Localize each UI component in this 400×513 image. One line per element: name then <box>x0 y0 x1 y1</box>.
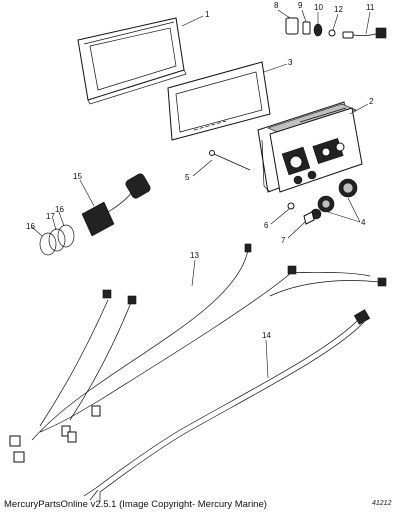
callout-11: 11 <box>366 3 375 12</box>
callout-4: 4 <box>361 218 366 227</box>
callout-8: 8 <box>274 1 279 10</box>
callout-15: 15 <box>73 172 82 181</box>
wiring-harness-part[interactable] <box>9 243 387 463</box>
callout-6: 6 <box>264 221 269 230</box>
callout-labels: 1 2 3 4 5 6 7 8 9 10 11 12 13 14 15 16 1… <box>26 1 375 340</box>
knob-part[interactable] <box>310 178 358 220</box>
figure-number: 41212 <box>372 500 392 507</box>
callout-17: 17 <box>46 212 55 221</box>
copyright-caption: MercuryPartsOnline v2.5.1 (Image Copyrig… <box>4 499 267 510</box>
callout-14: 14 <box>262 331 271 340</box>
callout-9: 9 <box>298 1 303 10</box>
bezel-frame-part[interactable] <box>77 17 187 105</box>
clip-part[interactable] <box>303 211 315 225</box>
callout-13: 13 <box>190 251 199 260</box>
gland-connector-part[interactable] <box>81 172 152 237</box>
callout-12: 12 <box>334 5 343 14</box>
callout-7: 7 <box>281 236 286 245</box>
gasket-frame-part[interactable] <box>167 61 271 141</box>
callout-16a: 16 <box>26 222 35 231</box>
callout-1: 1 <box>205 10 210 19</box>
callout-2: 2 <box>369 97 374 106</box>
callout-16b: 16 <box>55 205 64 214</box>
connector-kit-part[interactable] <box>285 17 387 39</box>
o-ring-part[interactable] <box>39 224 75 256</box>
bolt-part[interactable] <box>209 150 251 171</box>
callout-10: 10 <box>314 3 323 12</box>
extension-harness-part[interactable] <box>83 309 371 502</box>
display-unit-part[interactable] <box>257 101 363 193</box>
callout-5: 5 <box>185 173 190 182</box>
leader-lines <box>31 9 371 379</box>
callout-3: 3 <box>288 58 293 67</box>
washer-part[interactable] <box>287 202 295 210</box>
